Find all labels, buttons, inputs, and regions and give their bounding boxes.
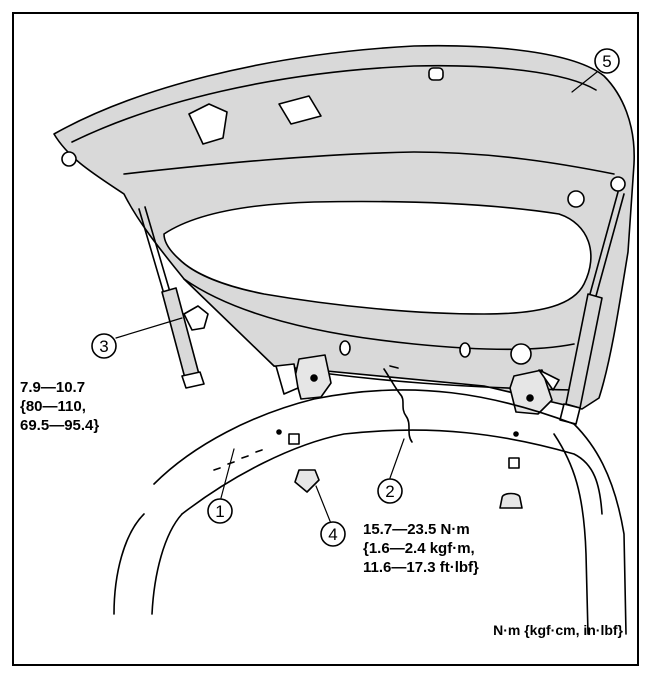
callout-5-label: 5 bbox=[602, 52, 611, 71]
body-opening bbox=[113, 389, 627, 635]
callout-2: 2 bbox=[377, 478, 403, 504]
torque-spec-left: 7.9—10.7 {80—110, 69.5—95.4} bbox=[20, 378, 99, 435]
callout-1-label: 1 bbox=[215, 502, 224, 521]
right-hinge bbox=[509, 343, 560, 415]
callout-5: 5 bbox=[594, 48, 620, 74]
diagram-frame: 1 2 3 4 5 7.9—10.7 {80—110, 69.5—95.4} 1… bbox=[12, 12, 639, 666]
torque-left-line2: {80—110, bbox=[20, 398, 86, 415]
torque-right-line2: {1.6—2.4 kgf·m, bbox=[363, 540, 475, 557]
torque-right-line3: 11.6—17.3 ft·lbf} bbox=[363, 559, 479, 576]
callout-3-label: 3 bbox=[99, 337, 108, 356]
torque-right-line1: 15.7—23.5 N·m bbox=[363, 521, 470, 538]
cable-part bbox=[383, 365, 413, 443]
liftgate-shell bbox=[53, 44, 635, 410]
leader-lines bbox=[115, 71, 598, 527]
torque-left-line1: 7.9—10.7 bbox=[20, 379, 86, 396]
torque-spec-right: 15.7—23.5 N·m {1.6—2.4 kgf·m, 11.6—17.3 … bbox=[363, 520, 479, 577]
callout-3: 3 bbox=[91, 333, 117, 359]
torque-left-line3: 69.5—95.4} bbox=[20, 417, 100, 434]
bumper-left bbox=[294, 469, 320, 493]
bumper-right bbox=[499, 492, 523, 509]
callout-2-label: 2 bbox=[385, 482, 394, 501]
callout-4-label: 4 bbox=[328, 525, 337, 544]
units-note: N·m {kgf·cm, in·lbf} bbox=[493, 622, 623, 638]
callout-4: 4 bbox=[320, 521, 346, 547]
left-gas-strut bbox=[138, 206, 209, 389]
right-gas-strut bbox=[559, 191, 625, 425]
liftgate-exploded-drawing: 1 2 3 4 5 bbox=[53, 44, 635, 635]
callout-1: 1 bbox=[207, 498, 233, 524]
